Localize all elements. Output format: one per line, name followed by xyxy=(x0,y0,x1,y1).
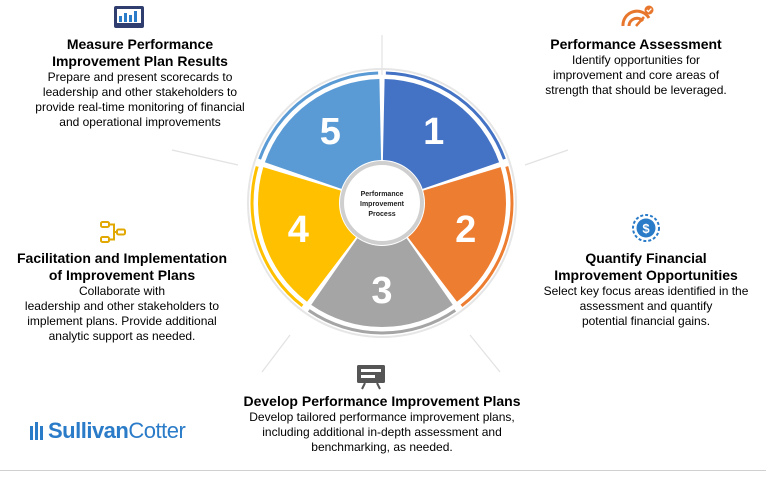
step-3-title: Develop Performance Improvement Plans xyxy=(243,393,521,409)
segment-ring-1 xyxy=(385,71,506,160)
gauge-icon xyxy=(621,5,654,27)
step-1-block: Performance Assessment Identify opportun… xyxy=(516,36,756,98)
step-3-desc-2: including additional in-depth assessment… xyxy=(262,425,502,439)
outer-ring xyxy=(247,68,517,338)
segment-5 xyxy=(264,79,382,189)
step-3-desc-3: benchmarking, as needed. xyxy=(311,440,453,454)
step-4-desc-2: leadership and other stakeholders to xyxy=(24,299,220,313)
center-circle xyxy=(340,161,424,245)
segment-number-4: 4 xyxy=(288,209,309,251)
step-2-desc-1: Select key focus areas identified in the xyxy=(543,284,749,298)
dashboard-icon xyxy=(114,6,144,28)
segment-ring-5 xyxy=(258,71,379,160)
segment-number-2: 2 xyxy=(455,209,476,251)
step-2-title-1: Quantify Financial xyxy=(585,250,707,266)
step-2-block: Quantify Financial Improvement Opportuni… xyxy=(526,250,766,329)
segment-number-1: 1 xyxy=(423,111,444,153)
step-5-desc-4: and operational improvements xyxy=(59,115,221,129)
svg-text:$: $ xyxy=(642,221,650,236)
segment-1 xyxy=(382,79,500,189)
center-line-3: Process xyxy=(368,211,395,218)
step-1-title: Performance Assessment xyxy=(550,36,722,52)
segment-3 xyxy=(311,238,453,328)
step-4-desc-3: implement plans. Provide additional xyxy=(27,314,217,328)
step-5-title-2: Improvement Plan Results xyxy=(52,53,228,69)
logo-text: SullivanCotter xyxy=(48,418,186,444)
segment-ring-2 xyxy=(460,166,514,308)
step-5-title-1: Measure Performance xyxy=(66,36,214,52)
segment-ring-3 xyxy=(307,309,457,335)
wheel-segments: 1 2 3 4 5 xyxy=(250,71,514,335)
center-line-2: Improvement xyxy=(360,201,405,208)
step-1-desc-2: improvement and core areas of xyxy=(552,68,720,82)
sullivancotter-logo: SullivanCotter xyxy=(28,418,186,444)
step-5-desc-3: provide real-time monitoring of financia… xyxy=(35,100,245,114)
logo-text-b: Cotter xyxy=(128,418,186,443)
segment-ring-4 xyxy=(250,166,304,308)
step-1-desc-1: Identify opportunities for xyxy=(571,53,701,67)
step-4-desc-1: Collaborate with xyxy=(78,284,166,298)
step-4-title-1: Facilitation and Implementation xyxy=(16,250,228,266)
step-5-block: Measure Performance Improvement Plan Res… xyxy=(10,36,270,130)
step-4-desc-4: analytic support as needed. xyxy=(48,329,196,343)
logo-mark-icon xyxy=(30,422,43,440)
plan-board-icon xyxy=(357,365,385,390)
step-4-title-2: of Improvement Plans xyxy=(48,267,196,283)
workflow-icon xyxy=(100,221,126,243)
logo-text-a: Sullivan xyxy=(48,418,129,443)
step-3-block: Develop Performance Improvement Plans De… xyxy=(222,393,542,455)
step-2-desc-3: potential financial gains. xyxy=(581,314,711,328)
step-1-desc-3: strength that should be leveraged. xyxy=(545,83,727,97)
step-2-desc-2: assessment and quantify xyxy=(579,299,713,313)
segment-4 xyxy=(258,167,357,302)
segment-2 xyxy=(407,167,506,302)
step-3-desc-1: Develop tailored performance improvement… xyxy=(249,410,515,424)
dollar-badge-icon: $ xyxy=(632,214,660,242)
center-line-1: Performance xyxy=(361,191,404,198)
segment-number-5: 5 xyxy=(320,111,341,153)
bottom-divider xyxy=(0,470,766,471)
step-5-desc-2: leadership and other stakeholders to xyxy=(42,85,238,99)
segment-number-3: 3 xyxy=(371,270,392,312)
step-5-desc-1: Prepare and present scorecards to xyxy=(47,70,233,84)
step-2-title-2: Improvement Opportunities xyxy=(554,267,738,283)
step-4-block: Facilitation and Implementation of Impro… xyxy=(2,250,242,344)
